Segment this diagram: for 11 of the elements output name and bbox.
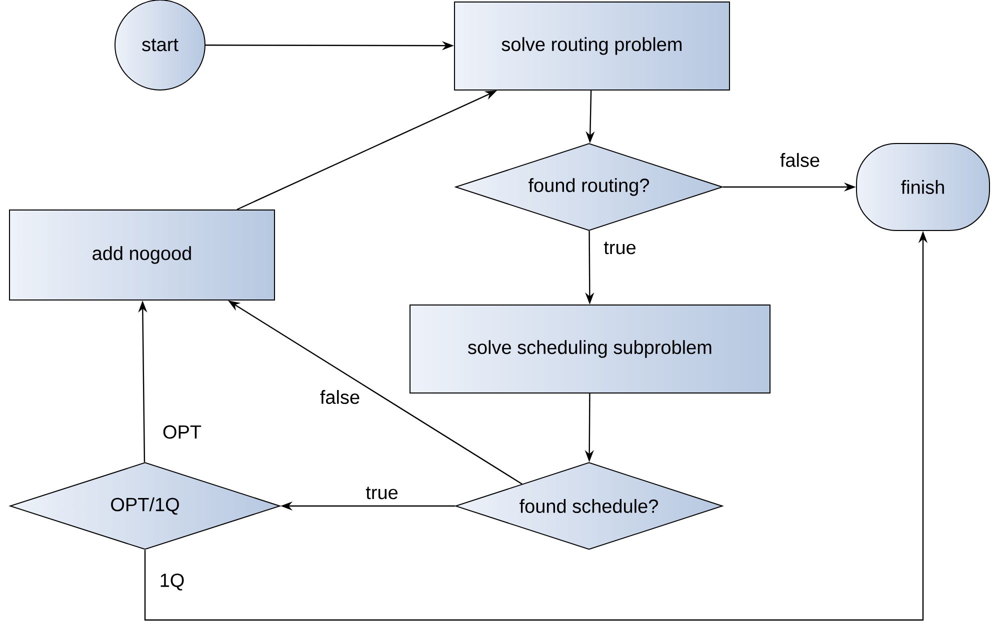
edge-label: false — [318, 389, 362, 405]
terminal-box: finish — [856, 143, 990, 231]
circle-node: start — [114, 0, 206, 90]
process-box: add nogood — [9, 210, 275, 300]
edge-label: 1Q — [158, 572, 186, 592]
edge-label: true — [602, 240, 638, 256]
edge-label: true — [364, 486, 400, 500]
edge-label: false — [778, 152, 822, 168]
process-box: solve scheduling subproblem — [410, 304, 770, 394]
edge-label: OPT — [161, 424, 203, 440]
process-box: solve routing problem — [454, 2, 730, 90]
